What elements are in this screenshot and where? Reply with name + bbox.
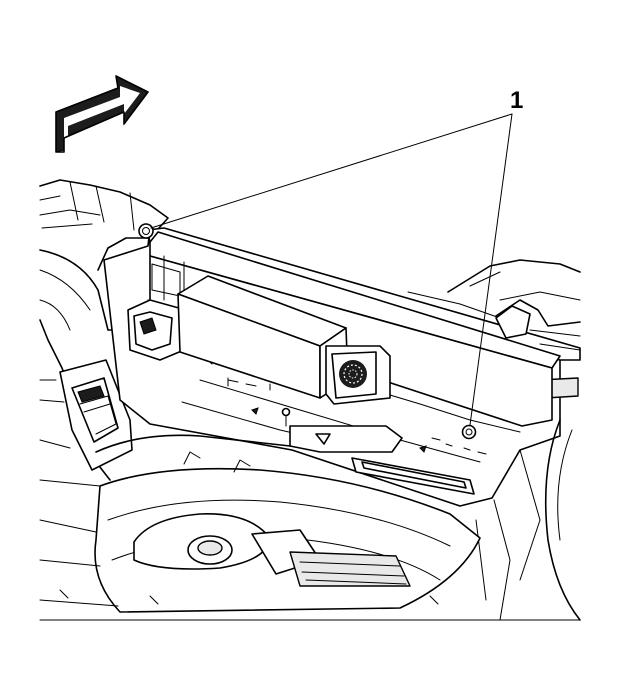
forward-arrow-icon [55, 75, 149, 153]
fastener-right [461, 424, 477, 440]
fastener-left [138, 223, 154, 239]
spare-tire-well [39, 434, 581, 621]
body-structure-right [447, 259, 581, 621]
callout-leader-lines [150, 113, 513, 426]
speaker-box [177, 275, 391, 405]
left-pillar-bracket [59, 359, 133, 471]
speaker-grille [325, 345, 391, 405]
callout-number-1: 1 [510, 87, 523, 114]
screw-icon [281, 407, 291, 427]
